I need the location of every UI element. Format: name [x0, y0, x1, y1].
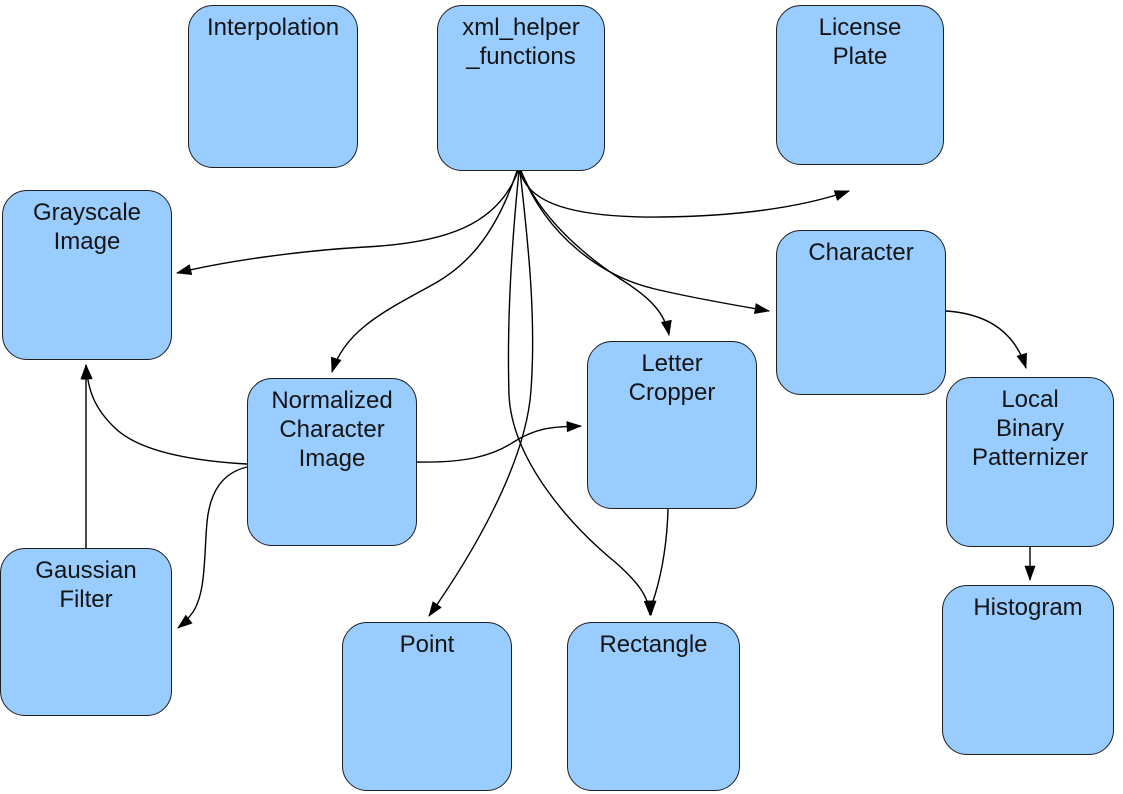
node-license-plate-label: License Plate [818, 14, 902, 70]
node-normalized-character-image-label: Normalized Character Image [271, 387, 393, 472]
node-local-binary-patternizer-label: Local Binary Patternizer [971, 386, 1089, 471]
node-xml-helper-functions-label: xml_helper _functions [462, 14, 580, 70]
node-interpolation[interactable]: Interpolation [188, 5, 358, 168]
node-gaussian-filter[interactable]: Gaussian Filter [0, 548, 172, 716]
node-histogram-label: Histogram [973, 594, 1083, 621]
node-rectangle-label: Rectangle [599, 631, 708, 658]
edge-xml-helper-functions-to-character [520, 170, 771, 314]
edge-normalized-character-image-to-gaussian-filter [177, 466, 248, 629]
node-character[interactable]: Character [776, 230, 946, 395]
node-point-label: Point [399, 631, 455, 658]
node-rectangle[interactable]: Rectangle [567, 622, 740, 791]
node-normalized-character-image[interactable]: Normalized Character Image [247, 378, 417, 546]
node-interpolation-label: Interpolation [206, 14, 340, 41]
node-letter-cropper[interactable]: Letter Cropper [587, 341, 757, 509]
edge-xml-helper-functions-to-rectangle [507, 170, 655, 617]
edge-letter-cropper-to-rectangle [645, 508, 669, 617]
edge-xml-helper-functions-to-point [428, 170, 534, 617]
node-license-plate[interactable]: License Plate [776, 5, 944, 165]
edge-xml-helper-functions-to-grayscale-image [175, 170, 519, 275]
edge-xml-helper-functions-to-normalized-character-image [330, 170, 518, 374]
node-histogram[interactable]: Histogram [942, 585, 1114, 755]
node-point[interactable]: Point [342, 622, 512, 791]
node-grayscale-image-label: Grayscale Image [32, 199, 142, 255]
node-gaussian-filter-label: Gaussian Filter [35, 557, 137, 613]
edge-xml-helper-functions-to-letter-cropper [520, 170, 672, 337]
node-local-binary-patternizer[interactable]: Local Binary Patternizer [946, 377, 1114, 547]
node-grayscale-image[interactable]: Grayscale Image [2, 190, 172, 360]
edge-character-to-local-binary-patternizer [945, 310, 1027, 370]
node-letter-cropper-label: Letter Cropper [628, 350, 716, 406]
edge-normalized-character-image-to-letter-cropper [416, 421, 583, 463]
edge-normalized-character-image-to-grayscale-image [81, 363, 248, 465]
edge-xml-helper-functions-to-license-plate [519, 170, 851, 218]
node-character-label: Character [808, 239, 914, 266]
node-xml-helper-functions[interactable]: xml_helper _functions [437, 5, 605, 171]
